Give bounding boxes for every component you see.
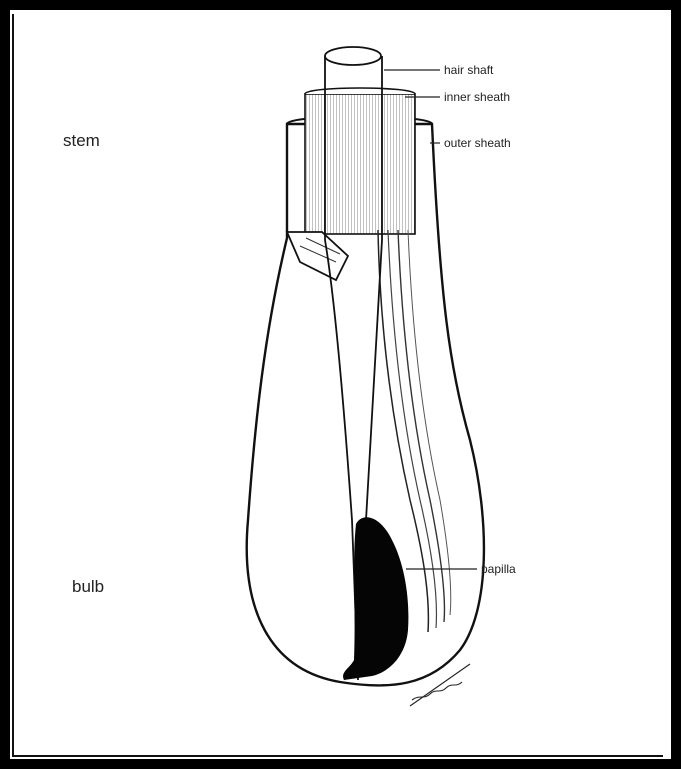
callout-hair-shaft: hair shaft bbox=[444, 63, 493, 77]
label-bulb: bulb bbox=[72, 577, 104, 597]
inner-sheath bbox=[305, 94, 415, 234]
callout-papilla: papilla bbox=[481, 562, 516, 576]
callout-outer-sheath: outer sheath bbox=[444, 136, 511, 150]
label-stem: stem bbox=[63, 131, 100, 151]
callout-inner-sheath: inner sheath bbox=[444, 90, 510, 104]
